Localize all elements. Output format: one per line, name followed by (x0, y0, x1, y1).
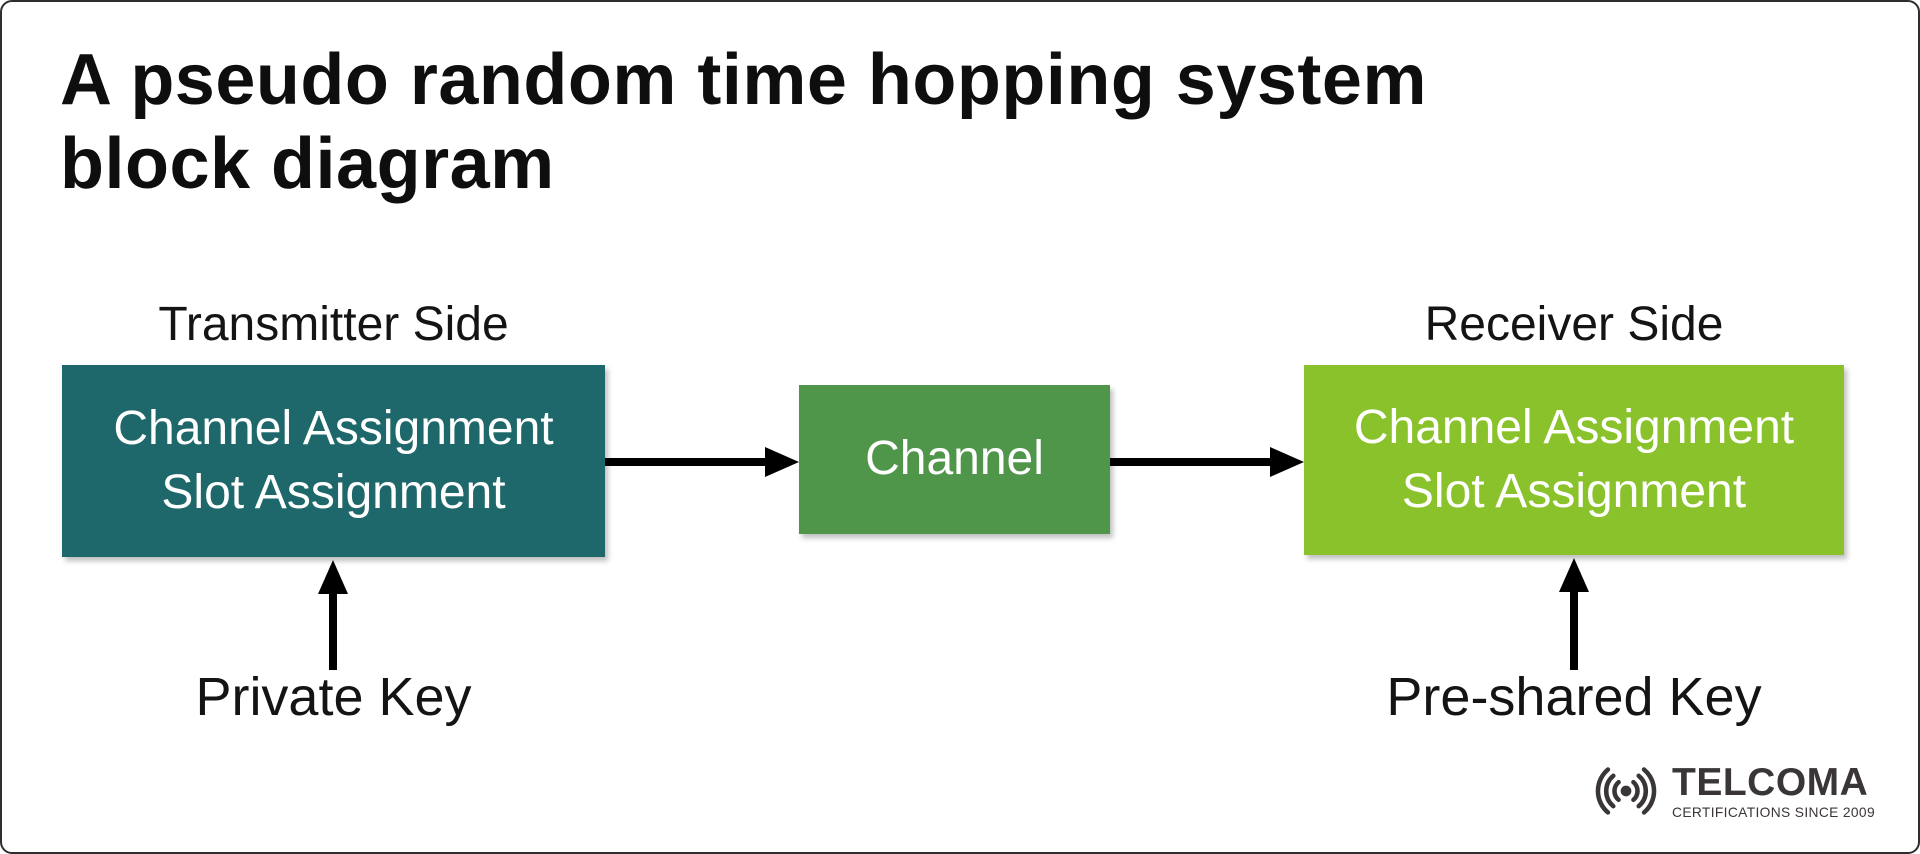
arrow-line (329, 590, 337, 670)
page-title-line-1: A pseudo random time hopping system (60, 40, 1427, 120)
receiver-box-line-1: Channel Assignment (1353, 400, 1795, 454)
transmitter-side-label: Transmitter Side (158, 298, 509, 351)
arrow-line (605, 458, 770, 466)
arrow-line (1110, 458, 1275, 466)
channel-box: Channel (799, 385, 1110, 534)
logo-text: TELCOMA CERTIFICATIONS SINCE 2009 (1672, 763, 1875, 820)
page-title-line-2: block diagram (60, 124, 555, 205)
receiver-box-line-2: Slot Assignment (1401, 465, 1747, 518)
preshared-key-label: Pre-shared Key (1386, 667, 1762, 727)
logo-brand: TELCOMA (1672, 760, 1869, 804)
telcoma-logo: TELCOMA CERTIFICATIONS SINCE 2009 (1582, 758, 1875, 824)
radio-waves-icon (1595, 767, 1657, 815)
receiver-box: Channel Assignment Slot Assignment (1304, 365, 1844, 555)
arrow-head-icon (1559, 558, 1589, 592)
logo-tagline: CERTIFICATIONS SINCE 2009 (1672, 804, 1875, 820)
arrow-head-icon (765, 447, 799, 477)
private-key-label: Private Key (195, 667, 472, 727)
arrow-head-icon (1270, 447, 1304, 477)
transmitter-box-line-1: Channel Assignment (113, 401, 554, 455)
transmitter-box-line-2: Slot Assignment (161, 466, 506, 519)
page-title: A pseudo random time hopping system bloc… (60, 38, 1427, 206)
transmitter-box: Channel Assignment Slot Assignment (62, 365, 605, 557)
arrow-line (1570, 588, 1578, 670)
receiver-side-label: Receiver Side (1424, 298, 1724, 351)
channel-box-label: Channel (865, 432, 1044, 486)
arrow-head-icon (318, 560, 348, 594)
